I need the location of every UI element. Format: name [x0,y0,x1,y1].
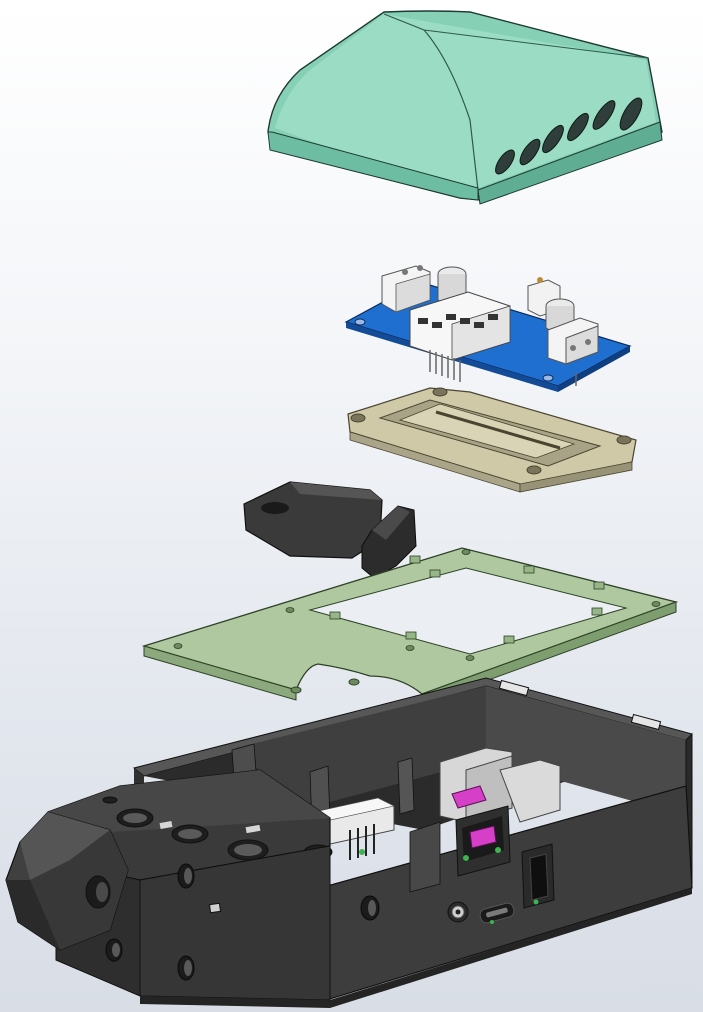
black-base-enclosure [5,677,693,1008]
usb-c-port [479,902,515,924]
audio-jack [447,901,469,923]
green-mounting-plate [141,547,679,705]
vented-top-cover [267,10,663,205]
pcb-mounting-bracket [347,387,637,493]
hdmi-port [521,843,555,909]
ethernet-jack [439,747,561,877]
dc-dc-converter-board [344,265,632,392]
dark-clip-part [243,481,417,579]
